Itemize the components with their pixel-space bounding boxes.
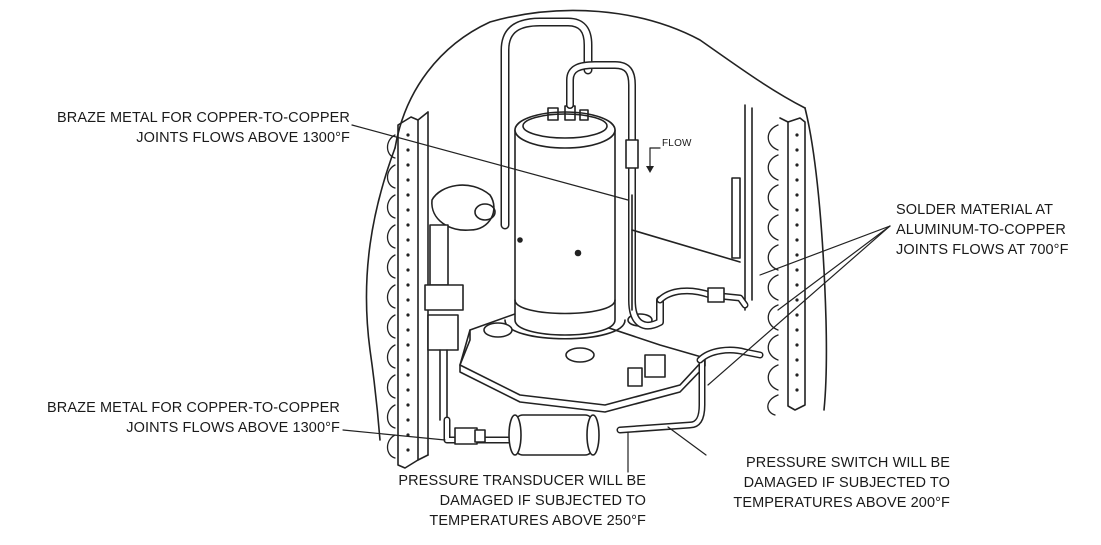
leader-switch: [667, 426, 707, 456]
leader-braze-upper: [351, 124, 629, 201]
callout-solder: SOLDER MATERIAL AT ALUMINUM-TO-COPPER JO…: [896, 200, 1096, 260]
reversing-valve: [424, 184, 496, 421]
callout-transducer-line3: TEMPERATURES ABOVE 250°F: [429, 513, 646, 529]
cabinet-right-edge: [804, 107, 828, 411]
leader-solder-c: [707, 225, 891, 386]
flow-label: FLOW: [662, 138, 692, 149]
callout-braze-upper-line2: JOINTS FLOWS ABOVE 1300°F: [136, 130, 350, 146]
callout-transducer-line1: PRESSURE TRANSDUCER WILL BE: [398, 473, 646, 489]
filter-drier: [508, 414, 600, 456]
callout-switch-line1: PRESSURE SWITCH WILL BE: [746, 455, 950, 471]
callout-switch: PRESSURE SWITCH WILL BE DAMAGED IF SUBJE…: [690, 453, 950, 513]
left-coil-holes: [406, 133, 410, 452]
callout-solder-line2: ALUMINUM-TO-COPPER: [896, 222, 1066, 238]
leader-lines: [342, 124, 891, 473]
callout-switch-line3: TEMPERATURES ABOVE 200°F: [733, 495, 950, 511]
callout-braze-upper: BRAZE METAL FOR COPPER-TO-COPPER JOINTS …: [14, 108, 350, 148]
compressor-shell: [504, 105, 626, 340]
cabinet-outline: [394, 9, 806, 149]
right-coil-holes: [795, 133, 799, 392]
pressure-transducer-fitting: [454, 427, 486, 445]
callout-transducer: PRESSURE TRANSDUCER WILL BE DAMAGED IF S…: [340, 471, 646, 531]
leader-braze-lower: [342, 429, 446, 441]
callout-braze-upper-line1: BRAZE METAL FOR COPPER-TO-COPPER: [57, 110, 350, 126]
right-coil: [744, 104, 806, 416]
callout-transducer-line2: DAMAGED IF SUBJECTED TO: [439, 493, 646, 509]
callout-solder-line1: SOLDER MATERIAL AT: [896, 202, 1054, 218]
cabinet-left-edge: [365, 147, 396, 441]
discharge-muffler: [625, 139, 639, 169]
callout-braze-lower-line1: BRAZE METAL FOR COPPER-TO-COPPER: [47, 400, 340, 416]
callout-braze-lower: BRAZE METAL FOR COPPER-TO-COPPER JOINTS …: [4, 398, 340, 438]
left-coil: [386, 111, 429, 469]
callout-braze-lower-line2: JOINTS FLOWS ABOVE 1300°F: [126, 420, 340, 436]
callout-switch-line2: DAMAGED IF SUBJECTED TO: [743, 475, 950, 491]
leader-solder-a: [759, 225, 891, 276]
leader-solder-b: [777, 225, 891, 311]
callout-solder-line3: JOINTS FLOWS AT 700°F: [896, 242, 1069, 258]
